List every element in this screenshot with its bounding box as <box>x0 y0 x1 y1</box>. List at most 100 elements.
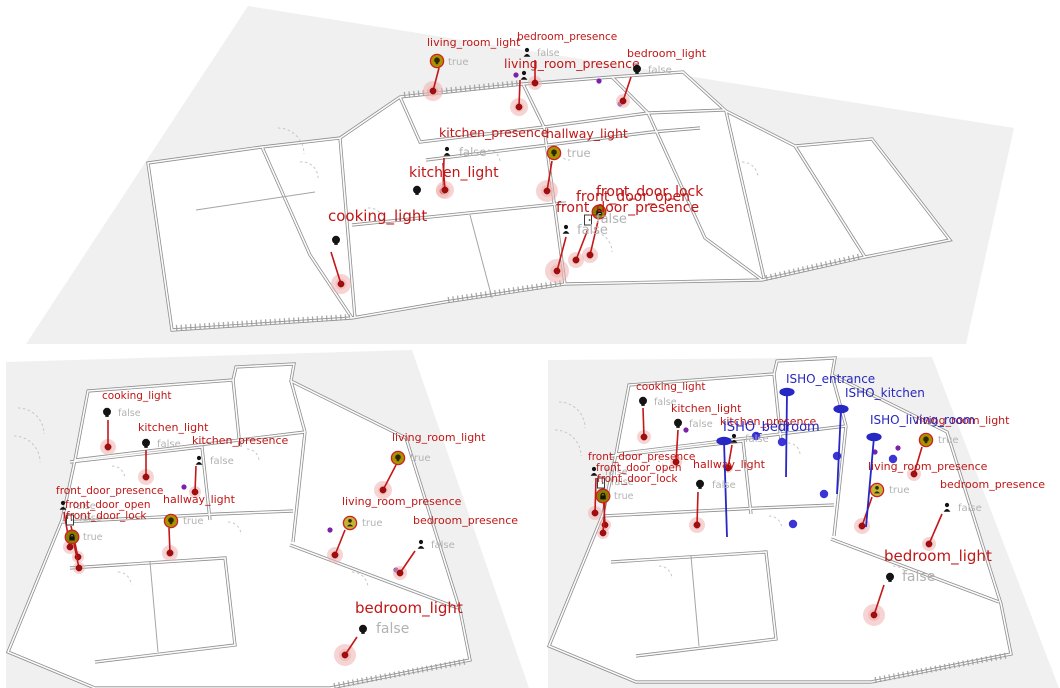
zone-dot-blue <box>888 454 898 464</box>
device-value: false <box>605 467 628 478</box>
device-value: false <box>431 540 455 551</box>
sensor-dot-purple <box>683 427 689 433</box>
device-value: true <box>362 518 383 529</box>
door-icon <box>66 514 74 526</box>
sensor-dot-purple <box>895 445 901 451</box>
device-value: false <box>210 456 234 467</box>
device-value: true <box>183 516 204 527</box>
device-label: front_door_open <box>576 189 690 205</box>
sensor-dot-purple <box>596 78 602 84</box>
floor-area <box>549 358 1011 682</box>
zone-dot-blue <box>751 431 761 441</box>
device-label: living_room_light <box>427 36 521 49</box>
marker-pins <box>588 387 943 626</box>
bulb-off-icon <box>359 624 367 633</box>
top-view-cooking_light: cooking_light <box>328 207 427 245</box>
person-off-icon <box>521 70 527 76</box>
device-label: bedroom_presence <box>413 514 518 527</box>
device-value: true <box>614 491 634 502</box>
door-icon <box>584 214 592 226</box>
device-value: false <box>689 419 713 430</box>
zone-dot-blue <box>819 489 829 499</box>
device-label: front_door_open <box>596 462 682 474</box>
device-value: true <box>889 485 910 496</box>
walls-dividers <box>149 561 159 653</box>
device-value: false <box>654 397 677 408</box>
bottom-right-view-ISHO_living_room: ISHO_living_room <box>870 413 975 427</box>
device-label: cooking_light <box>636 381 705 393</box>
marker-pins <box>330 60 632 294</box>
bulb-off-icon <box>633 64 641 73</box>
device-value: false <box>648 65 672 76</box>
bottom-right-view-ISHO_bedroom: ISHO_bedroom <box>723 420 820 435</box>
device-value: false <box>73 501 96 512</box>
device-value: false <box>712 480 736 491</box>
device-label: living_room_presence <box>868 460 988 473</box>
window-hatch <box>333 658 469 688</box>
device-label: ISHO_entrance <box>786 372 875 386</box>
device-label: front_door_presence <box>56 485 163 497</box>
person-off-icon <box>196 455 202 461</box>
person-off-icon <box>60 500 66 506</box>
device-label: hallway_light <box>546 126 628 141</box>
device-label: front_door_lock <box>596 184 704 200</box>
person-off-icon <box>944 502 950 508</box>
device-value: false <box>157 439 181 450</box>
person-on-icon <box>342 515 358 531</box>
device-label: living_room_light <box>392 431 486 444</box>
device-label: kitchen_light <box>409 165 499 181</box>
person-off-icon <box>444 146 450 152</box>
device-label: ISHO_bedroom <box>723 420 820 435</box>
bulb-off-icon <box>142 438 150 447</box>
door-icon <box>597 477 605 489</box>
device-label: front_door_lock <box>66 510 147 522</box>
device-value: true <box>567 146 591 160</box>
person-off-icon <box>563 224 569 230</box>
door-arcs <box>13 407 369 589</box>
floor-area <box>8 364 470 688</box>
device-label: front_door_presence <box>556 200 699 216</box>
sensor-dot-purple <box>181 484 187 490</box>
device-label: living_room_presence <box>504 56 640 71</box>
device-value: true <box>410 453 431 464</box>
device-value: false <box>596 212 627 227</box>
bulb-off-icon <box>886 572 894 581</box>
device-label: ISHO_kitchen <box>845 386 925 400</box>
device-label: bedroom_light <box>355 599 463 618</box>
top-view-living_room_presence: living_room_presence <box>504 56 640 80</box>
walls-core <box>6 363 471 688</box>
window-hatch <box>874 652 1010 683</box>
sensor-dot-purple <box>327 527 333 533</box>
person-on-icon <box>869 482 885 498</box>
bulb-off-icon <box>639 396 647 405</box>
device-label: front_door_lock <box>597 473 678 485</box>
device-label: living_room_presence <box>342 495 462 508</box>
device-value: false <box>958 503 982 514</box>
device-value: false <box>118 408 141 419</box>
floorplan-top-view[interactable]: living_room_lighttruebedroom_presencefal… <box>0 0 1060 350</box>
person-off-icon <box>731 433 737 439</box>
device-label: bedroom_presence <box>517 31 617 43</box>
device-label: living_room_light <box>916 414 1010 427</box>
walls-dividers <box>195 191 493 299</box>
device-value: true <box>448 57 469 68</box>
